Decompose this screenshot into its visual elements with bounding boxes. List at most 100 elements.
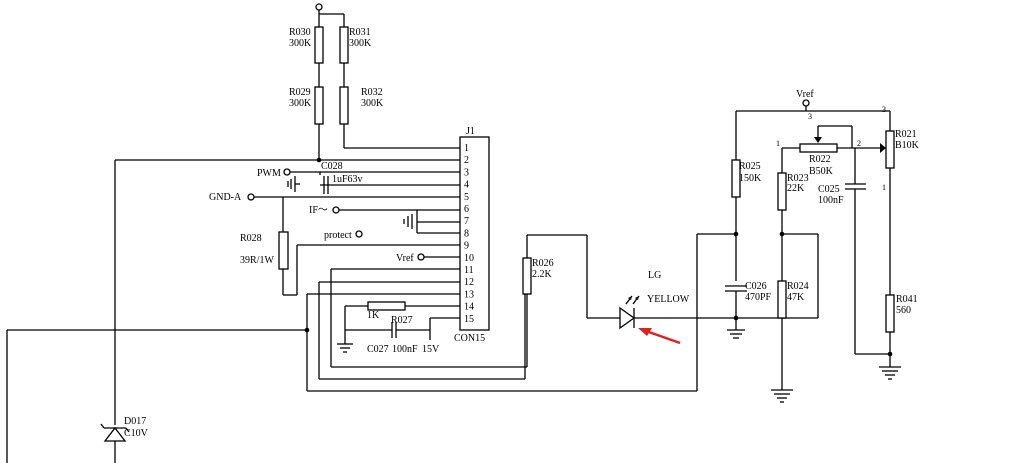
svg-text:300K: 300K	[289, 38, 312, 49]
led-lg: LG YELLOW	[587, 270, 737, 330]
pot-r021: 3 1 R021 B10K	[860, 105, 920, 295]
svg-text:C025: C025	[818, 184, 840, 195]
wire-pin2	[114, 157, 460, 425]
connector-pin-9: 9	[464, 241, 469, 252]
protect-net: protect	[324, 230, 363, 241]
svg-text:100nF: 100nF	[392, 344, 418, 355]
ground-pins-7-8	[403, 210, 460, 234]
wire-697-node	[697, 231, 739, 237]
wire-pin13	[6, 234, 698, 463]
svg-text:300K: 300K	[289, 98, 312, 109]
ground-left-pwm	[287, 176, 300, 192]
ground-r024	[771, 389, 793, 403]
connector-pin-15: 15	[464, 314, 474, 325]
svg-text:J1: J1	[466, 126, 475, 137]
svg-text:15V: 15V	[422, 344, 440, 355]
svg-text:protect: protect	[324, 230, 352, 241]
vref-pin10-net: Vref	[396, 253, 460, 264]
svg-text:R021: R021	[895, 129, 917, 140]
resistor-r031: R031 300K	[339, 26, 372, 64]
svg-text:100nF: 100nF	[818, 195, 844, 206]
svg-text:R023: R023	[787, 173, 809, 184]
svg-text:R024: R024	[787, 281, 809, 292]
connector-pin-7: 7	[464, 216, 469, 227]
connector-pin-1: 1	[464, 143, 469, 154]
svg-text:150K: 150K	[739, 173, 762, 184]
svg-text:R031: R031	[349, 27, 371, 38]
svg-text:3: 3	[808, 112, 812, 121]
svg-text:PWM: PWM	[257, 168, 281, 179]
svg-text:C028: C028	[321, 161, 343, 172]
top-supply-node	[315, 3, 344, 15]
svg-text:2: 2	[857, 139, 861, 148]
connector-pin-6: 6	[464, 204, 469, 215]
svg-text:47K: 47K	[787, 292, 805, 303]
svg-text:22K: 22K	[787, 183, 805, 194]
resistor-r027: 1K R027	[345, 301, 460, 326]
svg-text:C10V: C10V	[124, 428, 149, 439]
svg-text:R032: R032	[361, 87, 383, 98]
resistor-r028: R028 39R/1W	[240, 231, 460, 296]
wire-right-string	[343, 14, 460, 149]
pot-r022: 1 2 3 R022 B50K	[776, 112, 861, 177]
resistor-r025: R025 150K	[731, 111, 762, 281]
connector-pin-4: 4	[464, 180, 469, 191]
svg-text:YELLOW: YELLOW	[647, 294, 690, 305]
resistor-r030: R030 300K	[289, 26, 324, 64]
resistor-r041: R041 560	[885, 294, 918, 367]
svg-text:B10K: B10K	[895, 140, 920, 151]
svg-text:R026: R026	[532, 258, 554, 269]
svg-text:1uF63v: 1uF63v	[332, 174, 363, 185]
ground-r041	[879, 366, 901, 380]
connector-j1: J1 CON15	[454, 126, 490, 344]
svg-text:CON15: CON15	[454, 333, 485, 344]
svg-text:R030: R030	[289, 27, 311, 38]
svg-text:LG: LG	[648, 270, 661, 281]
connector-pin-8: 8	[464, 228, 469, 239]
resistor-r029: R029 300K	[289, 86, 324, 125]
capacitor-c025: C025 100nF	[818, 148, 890, 355]
svg-text:3: 3	[882, 105, 886, 114]
svg-text:470PF: 470PF	[745, 292, 772, 303]
svg-text:300K: 300K	[361, 98, 384, 109]
connector-pin-12: 12	[464, 277, 474, 288]
capacitor-c026: C026 470PF	[725, 281, 772, 330]
resistor-r026: R026 2.2K	[522, 234, 588, 367]
svg-text:R022: R022	[809, 154, 831, 165]
svg-text:1: 1	[882, 183, 886, 192]
connector-pin-10: 10	[464, 253, 474, 264]
zener-d017: D017 C10V	[100, 416, 149, 463]
capacitor-c027: C027 100nF	[345, 322, 430, 355]
resistor-r032: R032 300K	[339, 86, 384, 125]
svg-text:R041: R041	[896, 294, 918, 305]
connector-pin-14: 14	[464, 302, 474, 313]
svg-text:R028: R028	[240, 233, 262, 244]
svg-text:D017: D017	[124, 416, 146, 427]
svg-text:R029: R029	[289, 87, 311, 98]
svg-text:1: 1	[776, 139, 780, 148]
svg-text:IF～: IF～	[309, 205, 328, 216]
if-net: IF～	[309, 205, 460, 216]
resistor-r024: R024 47K	[777, 280, 809, 390]
wire-pin11	[330, 268, 527, 368]
connector-pin-11: 11	[464, 265, 474, 276]
red-arrow-annotation	[638, 328, 681, 345]
svg-text:39R/1W: 39R/1W	[240, 255, 274, 266]
svg-text:1K: 1K	[367, 310, 380, 321]
connector-pin-13: 13	[464, 289, 474, 300]
gnd-a-net: GND-A	[209, 192, 460, 232]
capacitor-c028: C028 1uF63v	[319, 161, 363, 194]
svg-text:B50K: B50K	[809, 166, 834, 177]
svg-text:C027: C027	[367, 344, 389, 355]
svg-text:300K: 300K	[349, 38, 372, 49]
svg-text:GND-A: GND-A	[209, 192, 242, 203]
svg-text:2.2K: 2.2K	[532, 269, 553, 280]
connector-pin-5: 5	[464, 192, 469, 203]
ground-c027	[337, 306, 353, 353]
v15-net: 15V	[422, 317, 460, 355]
connector-pin-2: 2	[464, 155, 469, 166]
svg-text:R027: R027	[391, 315, 413, 326]
svg-text:C026: C026	[745, 281, 767, 292]
